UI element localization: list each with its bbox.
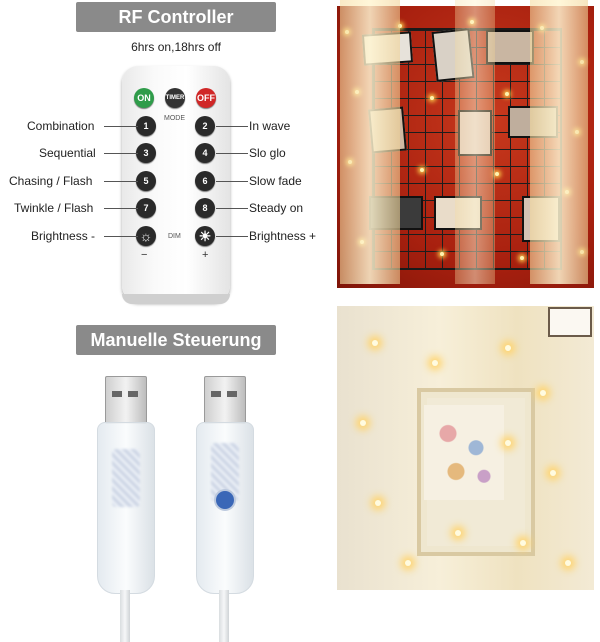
mode-label: MODE	[164, 115, 185, 122]
wall-frame	[548, 307, 592, 337]
mode-6-button[interactable]: 6	[195, 171, 215, 191]
light-dot	[398, 24, 402, 28]
sheer-curtain	[340, 0, 400, 284]
usb-contact	[227, 391, 237, 397]
light-dot	[505, 440, 511, 446]
pointer-line	[104, 181, 138, 182]
mode-2-button[interactable]: 2	[195, 116, 215, 136]
label-brightness-minus: Brightness -	[31, 229, 96, 243]
label-combination: Combination	[27, 119, 95, 133]
mode-4-button[interactable]: 4	[195, 143, 215, 163]
usb-plug	[105, 376, 147, 424]
light-dot	[520, 540, 526, 546]
pointer-line	[104, 153, 138, 154]
mode-push-button[interactable]	[216, 491, 234, 509]
mode-1-button[interactable]: 1	[136, 116, 156, 136]
light-dot	[430, 96, 434, 100]
brightness-up-button[interactable]: ☀	[195, 226, 215, 246]
light-dot	[495, 172, 499, 176]
light-dot	[550, 470, 556, 476]
label-in-wave: In wave	[249, 119, 291, 133]
pointer-line	[104, 126, 138, 127]
rf-remote-control: ON TIMER OFF MODE 1 2 3 4 5 6 7 8 ☼ ☀ DI…	[122, 66, 230, 304]
label-sequential: Sequential	[39, 146, 96, 160]
sheer-curtain	[455, 0, 495, 284]
rf-controller-header: RF Controller	[76, 2, 276, 32]
sheer-curtain	[530, 0, 588, 284]
on-button[interactable]: ON	[134, 88, 154, 108]
light-dot	[420, 168, 424, 172]
remote-base	[122, 294, 230, 304]
usb-cable	[219, 590, 229, 642]
usb-contact	[112, 391, 122, 397]
pointer-line	[104, 236, 138, 237]
timer-info-text: 6hrs on,18hrs off	[131, 40, 221, 54]
manual-control-header: Manuelle Steuerung	[76, 325, 276, 355]
label-slo-glo: Slo glo	[249, 146, 286, 160]
usb-contact	[211, 391, 221, 397]
light-dot	[432, 360, 438, 366]
flower-artwork	[424, 405, 504, 500]
label-slow-fade: Slow fade	[249, 174, 302, 188]
label-chasing-flash: Chasing / Flash	[9, 174, 93, 188]
usb-contact	[128, 391, 138, 397]
dim-label: DIM	[168, 233, 181, 240]
circuit-board	[112, 449, 140, 507]
usb-cable	[120, 590, 130, 642]
pointer-line	[104, 208, 138, 209]
light-dot	[505, 92, 509, 96]
sun-bright-icon: ☀	[198, 228, 212, 244]
pointer-line	[216, 208, 248, 209]
light-dot	[455, 530, 461, 536]
mode-8-button[interactable]: 8	[195, 198, 215, 218]
off-button[interactable]: OFF	[196, 88, 216, 108]
mode-3-button[interactable]: 3	[136, 143, 156, 163]
usb-plug	[204, 376, 246, 424]
light-dot	[440, 252, 444, 256]
label-brightness-plus: Brightness +	[249, 229, 317, 243]
light-dot	[520, 256, 524, 260]
light-dot	[405, 560, 411, 566]
sun-dim-icon: ☼	[139, 228, 153, 244]
mode-5-button[interactable]: 5	[136, 171, 156, 191]
plus-sign: +	[202, 249, 209, 261]
light-dot	[565, 560, 571, 566]
usb-housing	[196, 422, 254, 594]
light-dot	[540, 390, 546, 396]
timer-button[interactable]: TIMER	[165, 88, 185, 108]
light-dot	[505, 345, 511, 351]
usb-housing	[97, 422, 155, 594]
label-steady-on: Steady on	[249, 201, 304, 215]
brightness-down-button[interactable]: ☼	[136, 226, 156, 246]
pointer-line	[216, 126, 248, 127]
light-dot	[372, 340, 378, 346]
light-dot	[360, 420, 366, 426]
mode-7-button[interactable]: 7	[136, 198, 156, 218]
minus-sign: −	[141, 249, 148, 261]
pointer-line	[216, 153, 248, 154]
pointer-line	[216, 236, 248, 237]
pointer-line	[216, 181, 248, 182]
light-dot	[375, 500, 381, 506]
label-twinkle-flash: Twinkle / Flash	[14, 201, 94, 215]
